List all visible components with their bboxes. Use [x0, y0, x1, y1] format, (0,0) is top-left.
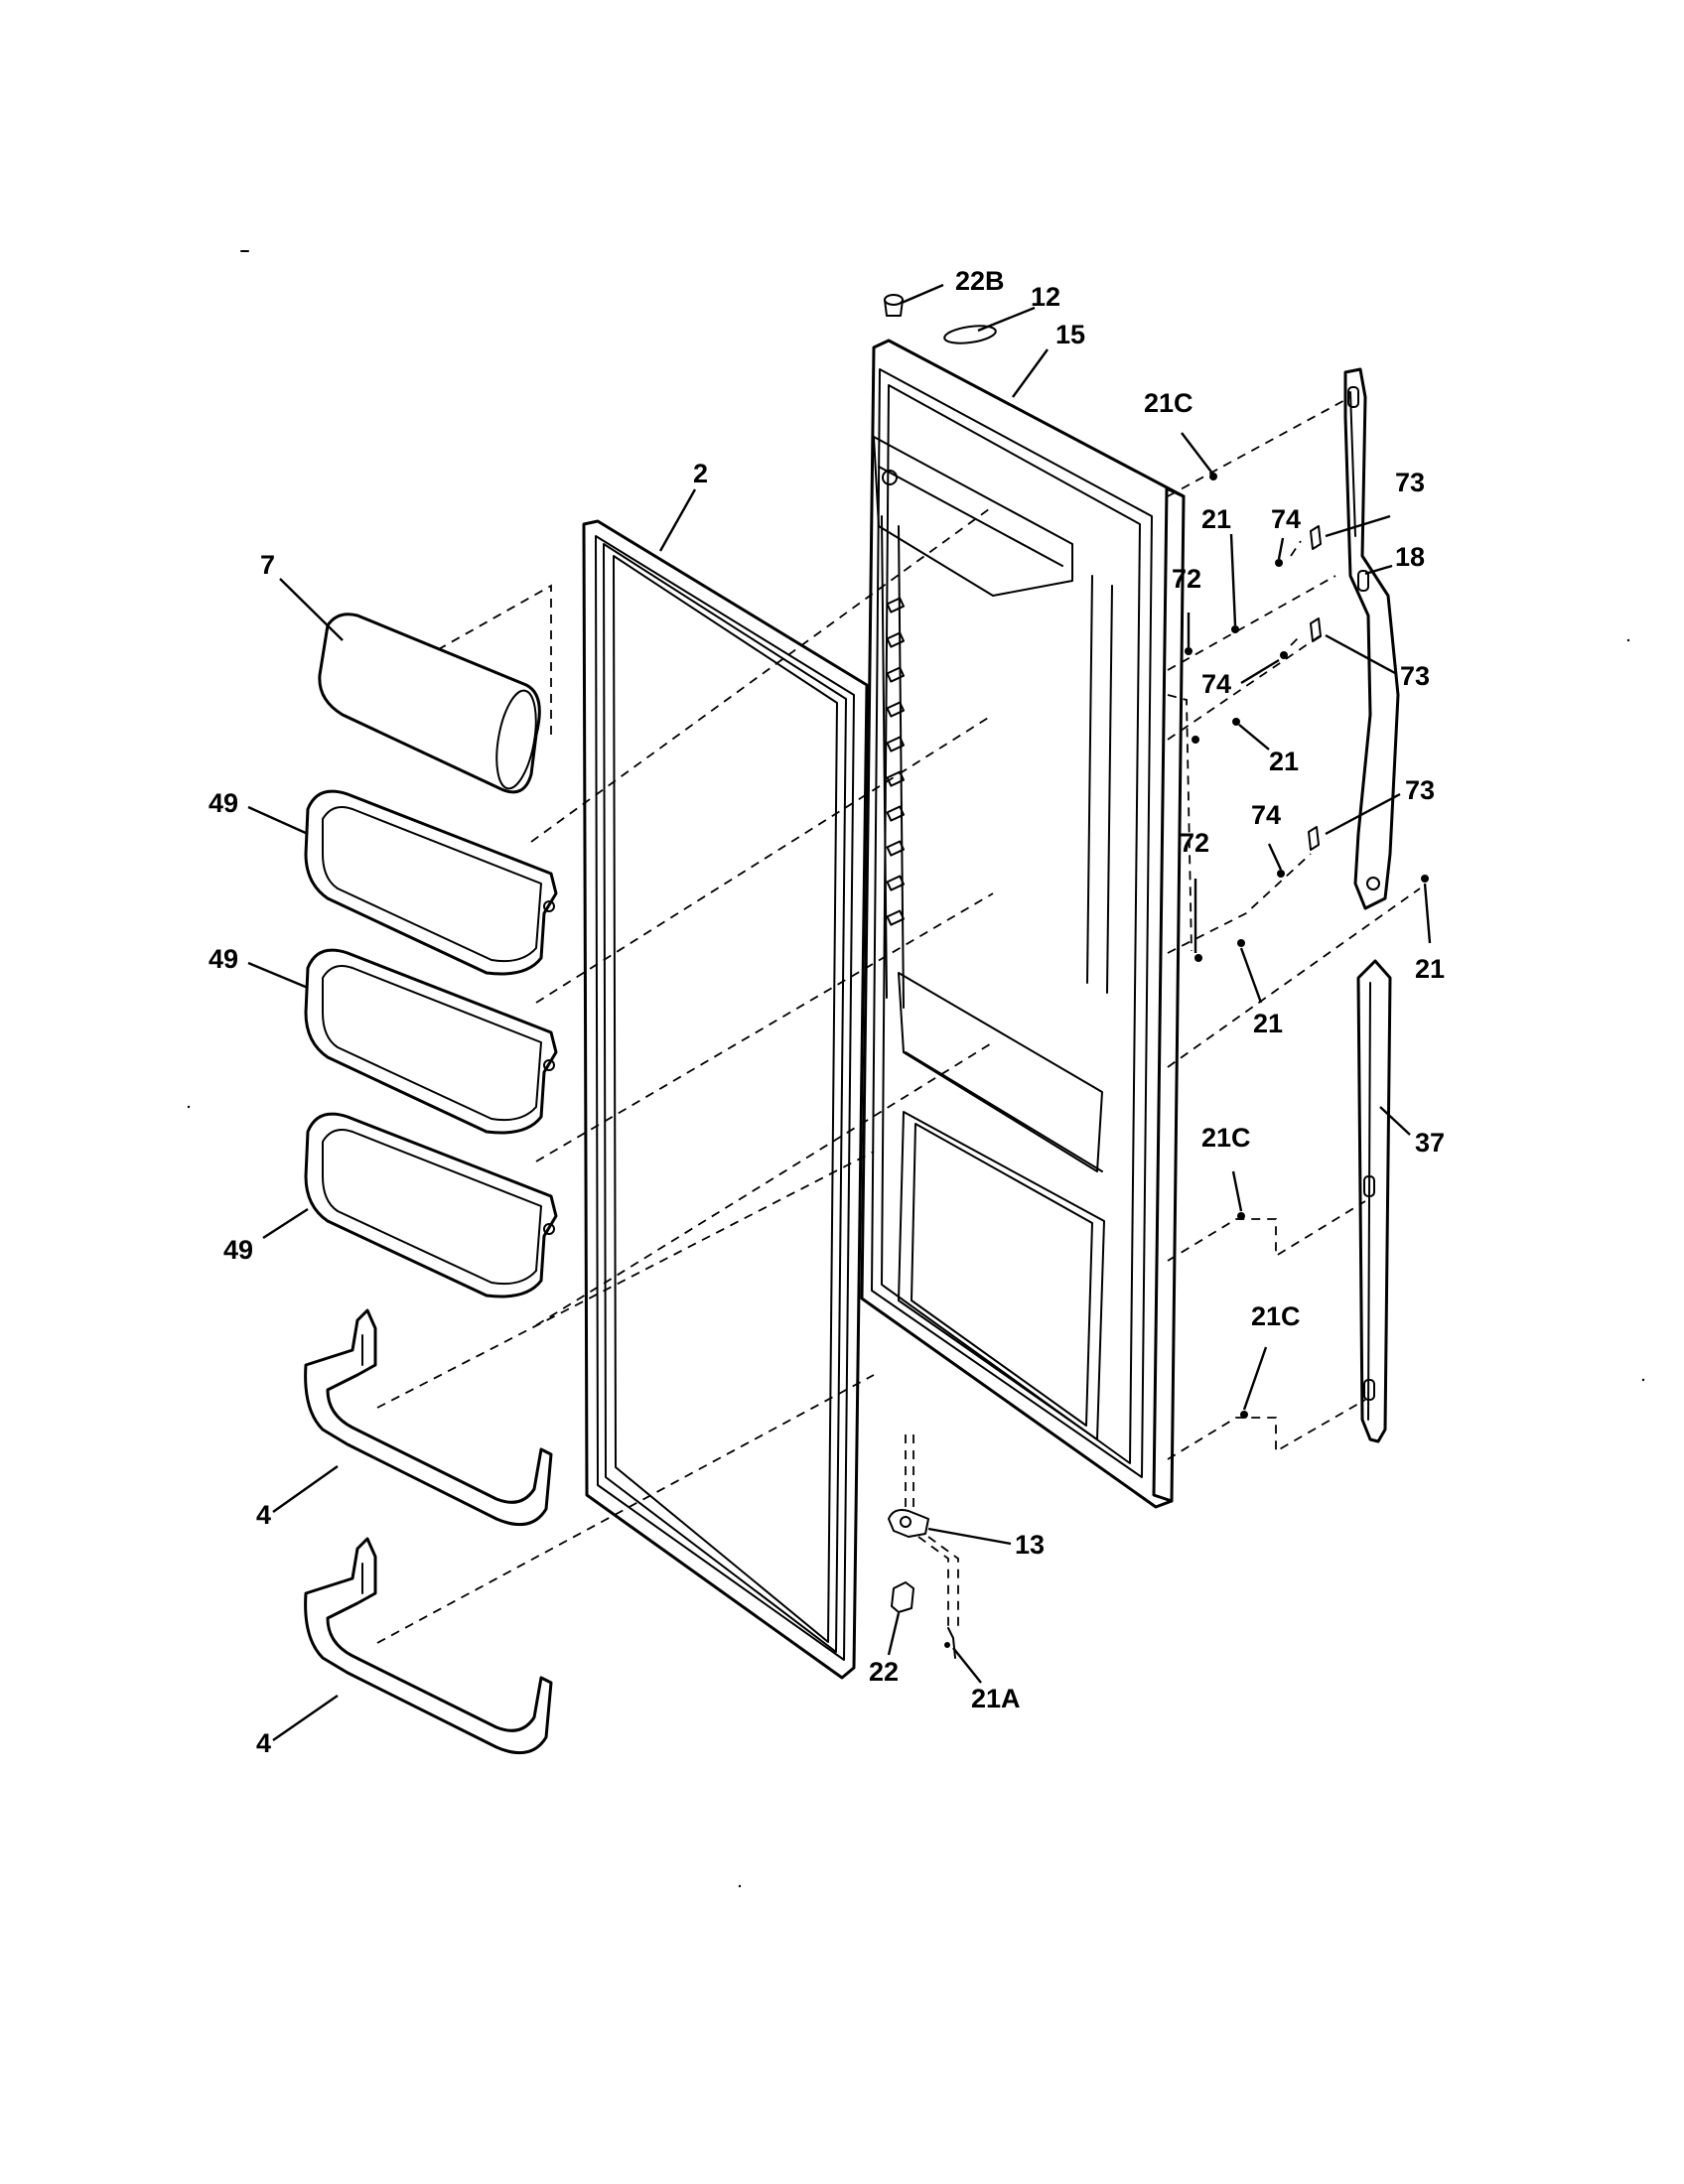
dairy-compartment-7 — [318, 613, 541, 794]
plug-22b — [884, 294, 904, 317]
callout-73-a: 73 — [1395, 468, 1425, 497]
callout-15: 15 — [1055, 320, 1085, 349]
handle-upper — [1343, 367, 1400, 910]
callout-12: 12 — [1031, 282, 1060, 312]
callout-21c-top: 21C — [1144, 388, 1193, 418]
callout-22b: 22B — [955, 266, 1005, 296]
callout-21c-low: 21C — [1251, 1301, 1301, 1331]
screw-21a — [944, 1627, 956, 1659]
scan-specks — [187, 250, 1645, 1888]
door-shelf-4-b — [304, 1537, 553, 1755]
callout-2: 2 — [693, 459, 708, 488]
callout-21-c: 21 — [1415, 954, 1445, 984]
callout-74-b: 74 — [1201, 669, 1231, 699]
handle-hardware — [1185, 473, 1429, 1419]
callout-21-a: 21 — [1201, 504, 1231, 534]
callout-74-a: 74 — [1271, 504, 1301, 534]
door-bin-49-b — [304, 948, 558, 1135]
callout-21-d: 21 — [1253, 1009, 1283, 1038]
callout-74-c: 74 — [1251, 800, 1281, 830]
callout-labels: 22B 12 15 21C 2 74 73 7 21 18 72 74 73 2… — [209, 266, 1445, 1758]
door-liner — [860, 339, 1186, 1509]
shelf-clips — [886, 597, 906, 926]
explode-lines — [376, 396, 1421, 1644]
callout-21a: 21A — [971, 1684, 1021, 1713]
callout-49-c: 49 — [223, 1235, 253, 1265]
hinge-13 — [888, 1509, 929, 1538]
callout-73-b: 73 — [1400, 661, 1430, 691]
callout-4-b: 4 — [256, 1728, 271, 1758]
handle-lower — [1356, 959, 1392, 1443]
callout-18: 18 — [1395, 542, 1425, 572]
callout-73-c: 73 — [1405, 775, 1435, 805]
callout-49-b: 49 — [209, 944, 238, 974]
door-bin-49-a — [304, 789, 558, 976]
door-gasket — [582, 519, 869, 1680]
bushing-22 — [891, 1581, 914, 1613]
callout-72-b: 72 — [1180, 828, 1209, 858]
callout-4-a: 4 — [256, 1500, 271, 1530]
callout-22: 22 — [869, 1657, 899, 1687]
leader-lines — [247, 283, 1432, 1741]
cover-12 — [943, 325, 997, 344]
callout-21c-mid: 21C — [1201, 1123, 1251, 1153]
callout-49-a: 49 — [209, 788, 238, 818]
callout-21-b: 21 — [1269, 747, 1299, 776]
callout-7: 7 — [260, 550, 275, 580]
callout-13: 13 — [1015, 1530, 1045, 1560]
door-bin-49-c — [304, 1112, 558, 1298]
callout-37: 37 — [1415, 1128, 1445, 1158]
door-shelf-4-a — [304, 1308, 553, 1527]
callout-72-a: 72 — [1172, 564, 1201, 594]
